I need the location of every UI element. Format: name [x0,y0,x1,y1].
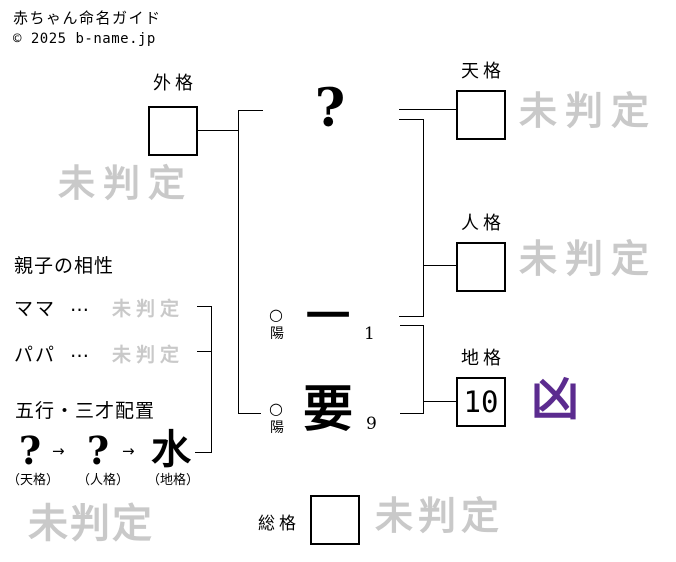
jinkaku-bracket-top-stub [399,119,424,120]
given-char-1-strokes: 1 [364,324,375,344]
given-char-2-yinyang-label: 陽 [270,420,284,436]
sansai-arrow-icon: → [122,442,135,460]
jinkaku-connector-line [424,265,456,266]
chikaku-result-kyo: 凶 [531,371,580,427]
soukaku-label: 総格 [258,514,300,534]
soukaku-result-watermark: 未判定 [375,493,505,538]
mama-connector-stub [197,306,212,307]
compatibility-row-papa-dots: … [70,340,89,362]
jinkaku-result-watermark: 未判定 [519,236,658,281]
gaikaku-bracket-top-stub [239,110,263,111]
gaikaku-label: 外格 [153,73,197,94]
gaikaku-bracket-vertical [238,110,239,414]
compatibility-heading: 親子の相性 [14,255,115,277]
site-title: 赤ちゃん命名ガイド [13,9,162,27]
given-char-2: 要 [303,379,353,438]
chikaku-label: 地格 [461,348,505,369]
given-char-1-yinyang-label: 陽 [270,326,284,342]
copyright-text: © 2025 b-name.jp [13,31,156,47]
chikaku-bracket-bottom-stub [400,413,424,414]
jinkaku-bracket-vertical [423,119,424,317]
chikaku-value: 10 [463,384,499,419]
sansai-element-chikaku-symbol: 水 [151,426,191,473]
compatibility-row-mama-dots: … [70,294,89,316]
given-char-2-strokes: 9 [366,414,377,434]
gaikaku-connector-line [197,130,238,131]
given-char-2-yinyang-mark: ○ [269,399,283,418]
given-char-1-yinyang-mark: ○ [269,305,283,324]
sansai-element-jinkaku-symbol: ? [86,428,110,473]
compatibility-row-papa-result: 未判定 [112,344,185,366]
sansai-heading: 五行・三才配置 [15,400,156,422]
sansai-result-watermark: 未判定 [28,500,154,547]
sansai-connector-stub [195,452,212,453]
chikaku-bracket-vertical [423,325,424,414]
sansai-arrow-icon: → [52,442,65,460]
sansai-caption-jinkaku: （人格） [76,473,129,488]
soukaku-box [310,495,360,545]
gaikaku-box [148,106,198,156]
chikaku-bracket-top-stub [400,325,424,326]
tenkaku-result-watermark: 未判定 [519,88,658,133]
compatibility-bracket-vertical [211,306,212,453]
compatibility-row-mama-label: ママ [14,298,57,320]
jinkaku-label: 人格 [461,213,505,234]
chikaku-connector-line [424,401,457,402]
sansai-caption-chikaku: （地格） [146,473,199,488]
jinkaku-bracket-bottom-stub [399,316,424,317]
gaikaku-result-watermark: 未判定 [58,161,193,205]
papa-connector-stub [197,351,212,352]
tenkaku-box [456,90,506,140]
sansai-element-tenkaku-symbol: ? [18,428,42,473]
chikaku-box: 10 [456,377,506,427]
compatibility-row-mama-result: 未判定 [112,298,185,320]
surname-char-unknown: ? [314,78,346,139]
given-char-1: 一 [306,291,350,342]
jinkaku-box [456,242,506,292]
tenkaku-label: 天格 [461,61,505,82]
compatibility-row-papa-label: パパ [14,344,57,366]
gaikaku-bracket-bottom-stub [239,413,261,414]
tenkaku-connector-line [399,109,456,110]
sansai-caption-tenkaku: （天格） [6,473,59,488]
